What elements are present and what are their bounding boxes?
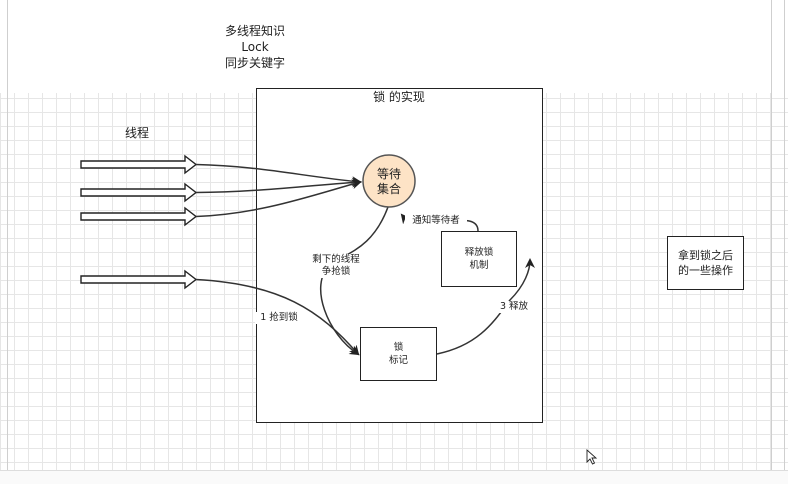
- edge-label-notify: 通知等待者: [405, 215, 467, 227]
- after-box-line-2: 的一些操作: [678, 264, 733, 277]
- scrollbar-edge: [784, 0, 785, 483]
- left-page-border: [7, 0, 8, 483]
- header-line-3: 同步关键字: [224, 56, 285, 70]
- header-line-1: 多线程知识: [224, 24, 285, 38]
- header-line-2: Lock: [241, 40, 269, 54]
- threads-label: 线程: [124, 126, 149, 140]
- thread-arrow-4: [80, 269, 198, 290]
- release-box-line-1: 释放锁: [464, 247, 494, 258]
- container-title: 锁 的实现: [373, 90, 425, 104]
- edge-label-release: 3 释放: [497, 301, 531, 313]
- wait-set-line-2: 集合: [376, 182, 401, 196]
- lock-box-line-1: 锁: [393, 342, 404, 353]
- edge-lock-release: [436, 258, 535, 355]
- after-lock-operations-box[interactable]: [667, 236, 744, 290]
- edge-thread2-waitset: [195, 177, 362, 194]
- release-box-line-2: 机制: [469, 260, 489, 271]
- edge-label-remaining-line-1: 剩下的线程: [305, 254, 367, 266]
- edge-label-remaining-line-2: 争抢锁: [305, 266, 367, 278]
- after-box-line-1: 拿到锁之后: [678, 249, 733, 262]
- edge-thread4-lock: [195, 278, 360, 356]
- thread-arrow-3: [80, 206, 198, 227]
- edge-thread1-waitset: [195, 163, 362, 187]
- right-page-border: [771, 0, 772, 483]
- lock-box-line-2: 标记: [388, 355, 408, 366]
- release-lock-box[interactable]: [441, 231, 517, 287]
- edge-thread3-waitset: [195, 179, 362, 218]
- thread-arrow-2: [80, 182, 198, 203]
- thread-arrow-1: [80, 154, 198, 175]
- canvas-top-margin: [0, 0, 788, 93]
- wait-set-circle: [362, 154, 416, 208]
- bottom-scroll-area[interactable]: [0, 470, 788, 484]
- lock-flag-box[interactable]: [360, 327, 437, 381]
- edge-label-acquire: 1 抢到锁: [255, 312, 303, 324]
- wait-set-line-1: 等待: [376, 167, 401, 181]
